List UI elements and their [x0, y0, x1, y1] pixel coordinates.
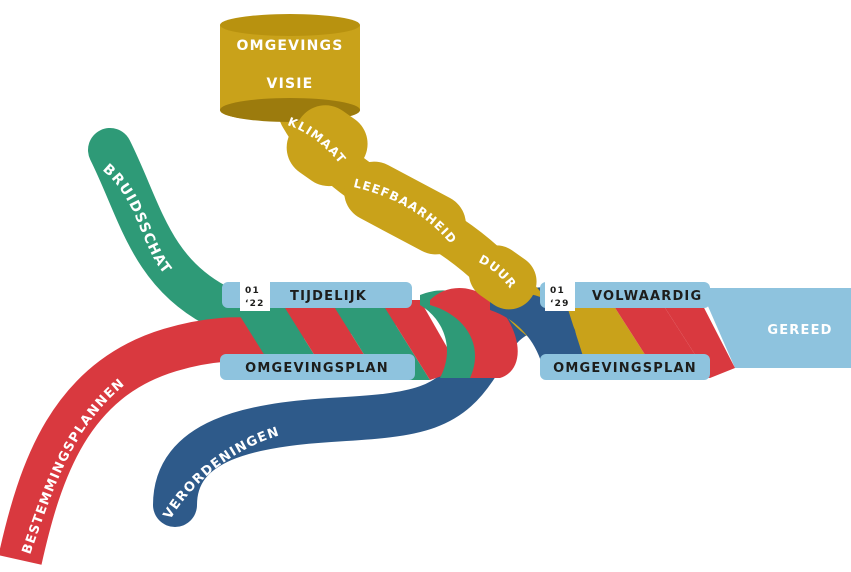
phase2-top-label: VOLWAARDIG — [592, 289, 702, 304]
phase1-bottom-label: OMGEVINGSPLAN — [245, 361, 389, 376]
omgevingsvisie-cylinder: OMGEVINGS VISIE — [220, 14, 360, 122]
phase1-top-label: TIJDELIJK — [290, 289, 367, 304]
phase2-top-tag: 01 ‘29 VOLWAARDIG — [540, 281, 710, 311]
source-title-line1: OMGEVINGS — [236, 38, 343, 54]
gereed-band — [700, 288, 851, 368]
phase2-date-month: 01 — [550, 286, 565, 296]
end-label: GEREED — [767, 323, 832, 338]
phase2-date-year: ‘29 — [550, 299, 570, 309]
phase1-date-month: 01 — [245, 286, 260, 296]
leefbaarheid-pill — [344, 161, 466, 255]
duur-pill — [468, 245, 537, 310]
phase1-top-tag: 01 ‘22 TIJDELIJK — [222, 281, 412, 311]
bestemmingsplannen-strand — [0, 317, 271, 565]
phase1-date-year: ‘22 — [245, 299, 265, 309]
source-title-line2: VISIE — [267, 76, 314, 92]
klimaat-pill — [286, 105, 368, 187]
phase2-bottom-label: OMGEVINGSPLAN — [553, 361, 697, 376]
phase2-bottom-tag: OMGEVINGSPLAN — [540, 354, 710, 380]
phase1-bottom-tag: OMGEVINGSPLAN — [220, 354, 415, 380]
